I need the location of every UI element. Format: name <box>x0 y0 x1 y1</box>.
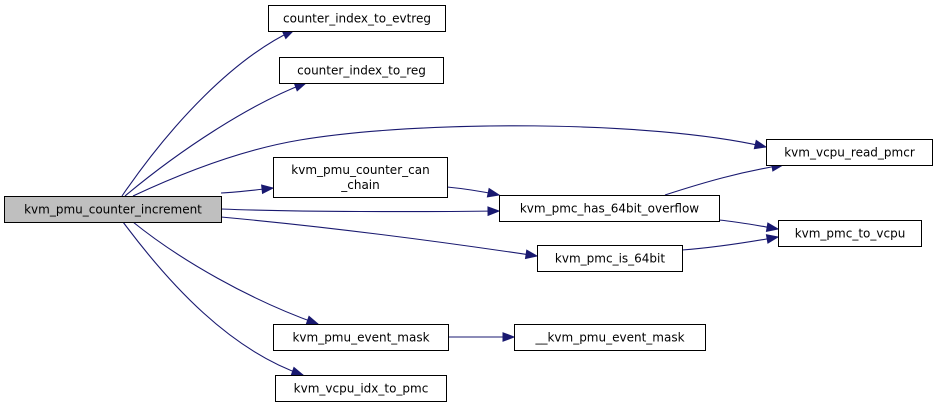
arrowhead-icon <box>293 82 308 92</box>
arrowhead-icon <box>290 366 305 376</box>
node-label: __kvm_pmu_event_mask <box>534 331 684 345</box>
function-node[interactable]: kvm_pmu_event_mask <box>273 324 449 351</box>
edge-n0-to-n7 <box>220 216 539 260</box>
node-label: counter_index_to_evtreg <box>283 12 431 26</box>
function-node[interactable]: kvm_pmc_has_64bit_overflow <box>499 195 720 222</box>
node-box <box>275 375 447 402</box>
function-node[interactable]: kvm_pmc_to_vcpu <box>778 220 922 247</box>
node-label: kvm_pmu_counter_increment <box>24 203 202 217</box>
node-box <box>537 245 683 272</box>
edge-line <box>132 221 319 325</box>
edge-line <box>664 164 784 196</box>
node-label: kvm_pmc_has_64bit_overflow <box>520 202 699 216</box>
edge-line <box>121 29 295 197</box>
function-node[interactable]: __kvm_pmu_event_mask <box>514 324 706 351</box>
arrowhead-icon <box>765 222 780 232</box>
node-box <box>279 57 444 84</box>
node-label: kvm_pmu_event_mask <box>292 331 429 345</box>
arrowhead-icon <box>765 234 780 244</box>
edge-n8-to-n9 <box>447 332 516 342</box>
arrowhead-icon <box>261 184 275 195</box>
edge-line <box>220 208 500 213</box>
node-box <box>4 196 222 223</box>
edge-n0-to-n10 <box>122 221 305 376</box>
edge-line <box>220 216 538 257</box>
node-box <box>268 5 446 32</box>
node-box <box>778 220 922 247</box>
edge-n0-to-n8 <box>132 221 320 325</box>
root-function-node[interactable]: kvm_pmu_counter_increment <box>4 196 222 223</box>
node-label: counter_index_to_reg <box>297 64 426 78</box>
function-node[interactable]: counter_index_to_reg <box>279 57 444 84</box>
edge-line <box>681 236 779 251</box>
edge-n5-to-n3 <box>664 161 785 196</box>
edge-n7-to-n6 <box>681 234 780 251</box>
node-label: kvm_pmc_is_64bit <box>555 252 665 266</box>
node-box <box>766 139 933 166</box>
arrowhead-icon <box>486 187 501 198</box>
function-node[interactable]: counter_index_to_evtreg <box>268 5 446 32</box>
node-label: kvm_vcpu_read_pmcr <box>784 146 915 160</box>
node-box <box>514 324 706 351</box>
edge-line <box>132 125 767 197</box>
edge-n4-to-n5 <box>446 186 501 198</box>
node-box <box>273 157 448 198</box>
node-box <box>273 324 449 351</box>
edge-n0-to-n5 <box>220 206 501 217</box>
function-node[interactable]: kvm_pmu_counter_can_chain <box>273 157 448 198</box>
node-label: kvm_vcpu_idx_to_pmc <box>294 382 429 396</box>
node-box <box>499 195 720 222</box>
node-label: _chain <box>340 178 380 192</box>
arrowhead-icon <box>753 139 768 150</box>
edge-line <box>122 221 304 376</box>
edge-line <box>124 82 307 197</box>
function-nodes: kvm_pmu_counter_increment counter_index_t… <box>4 5 933 402</box>
node-label: kvm_pmu_counter_can <box>291 163 429 177</box>
edge-n5-to-n6 <box>718 219 780 232</box>
node-label: kvm_pmc_to_vcpu <box>795 227 906 241</box>
function-node[interactable]: kvm_vcpu_read_pmcr <box>766 139 933 166</box>
call-edges <box>121 29 785 376</box>
arrowhead-icon <box>305 315 320 325</box>
edge-n0-to-n3 <box>132 125 768 197</box>
arrowhead-icon <box>524 249 539 260</box>
edge-n0-to-n1 <box>121 29 296 197</box>
arrowhead-icon <box>502 332 516 342</box>
arrowhead-icon <box>487 206 501 217</box>
edge-n0-to-n4 <box>220 184 275 195</box>
function-node[interactable]: kvm_pmc_is_64bit <box>537 245 683 272</box>
function-node[interactable]: kvm_vcpu_idx_to_pmc <box>275 375 447 402</box>
